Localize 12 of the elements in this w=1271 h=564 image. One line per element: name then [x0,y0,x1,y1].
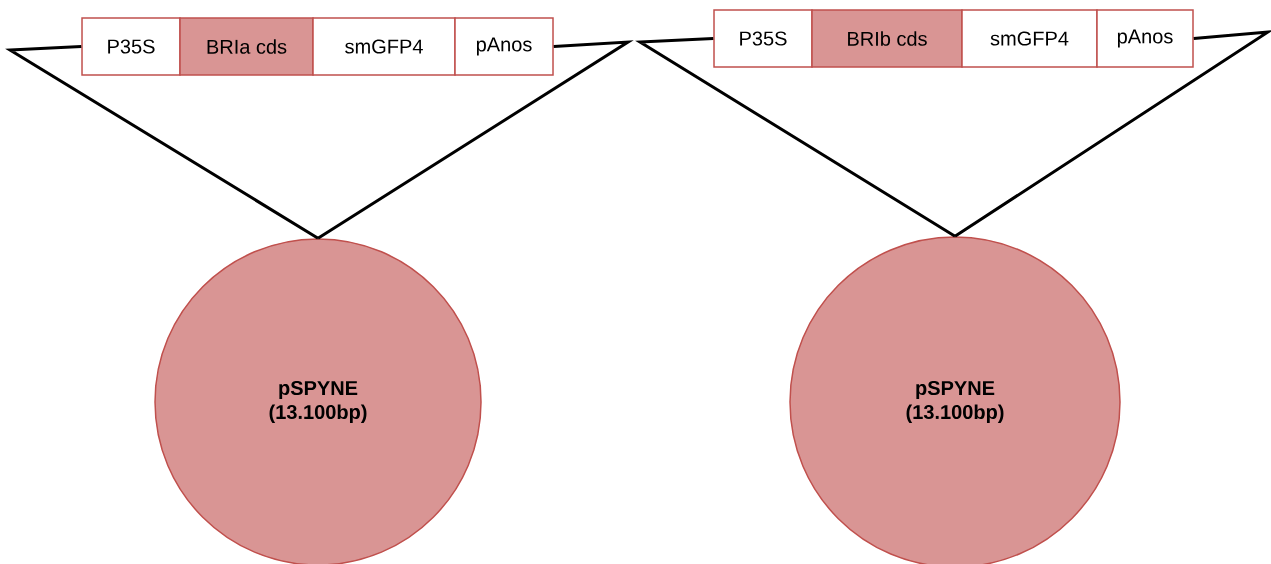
gene-segment-box: pAnos [454,17,554,76]
gene-segment-box: BRIb cds [811,9,963,68]
gene-segment-box: smGFP4 [961,9,1098,68]
gene-segment-box: pAnos [1096,9,1194,68]
gene-segment-box: P35S [713,9,813,68]
insert-line [954,30,1271,238]
gene-segment-box: BRIa cds [179,17,314,76]
gene-segment-box: smGFP4 [312,17,456,76]
insert-line [5,45,319,240]
insert-line [635,37,956,238]
gene-segment-box: P35S [81,17,181,76]
insert-line [317,40,634,240]
